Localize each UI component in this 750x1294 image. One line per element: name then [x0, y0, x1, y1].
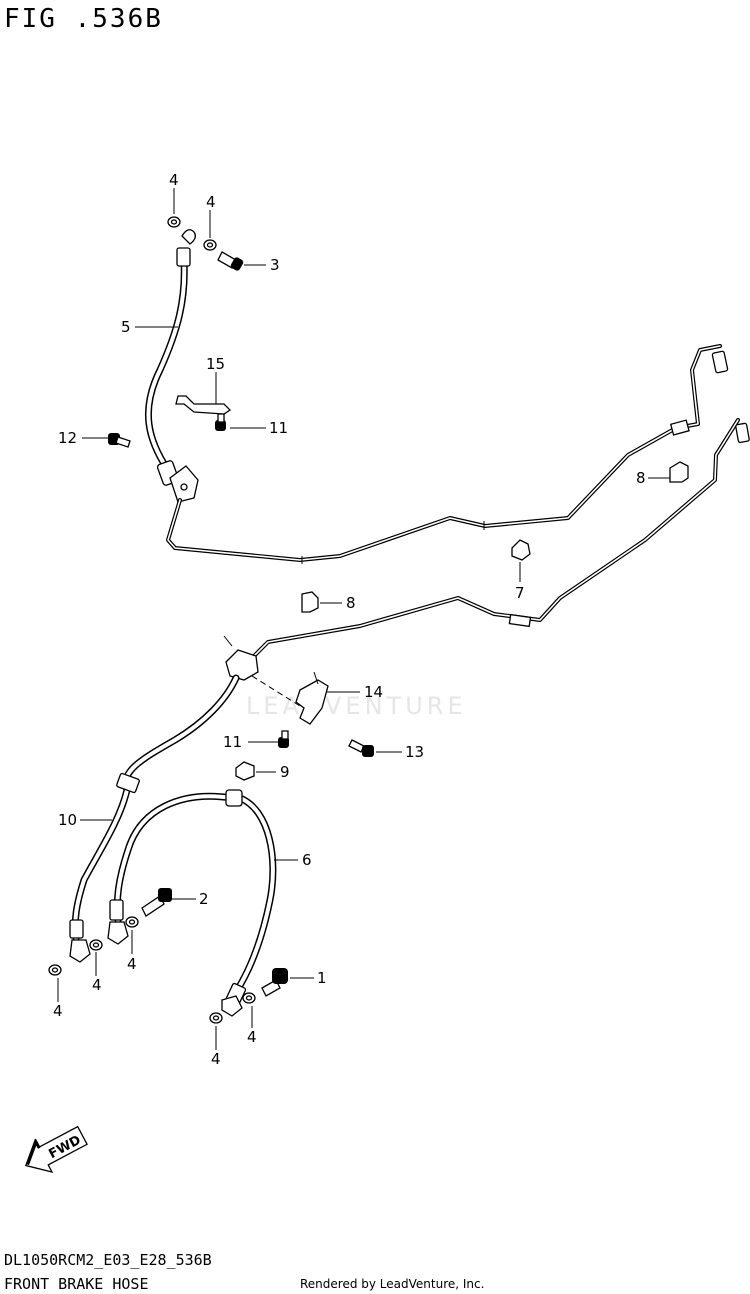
- washer-4f[interactable]: [242, 992, 256, 1004]
- union-bolt-2[interactable]: [141, 888, 172, 917]
- bolt-11b[interactable]: [278, 730, 289, 748]
- callout-4: 4: [169, 171, 179, 189]
- callout-14: 14: [364, 683, 383, 701]
- callout-8: 8: [346, 594, 356, 612]
- callout-4: 4: [211, 1050, 221, 1068]
- callout-4: 4: [206, 193, 216, 211]
- callout-labels: 4 4 3 5 15 11 12 8 7 8 14 11 13 9 10 6 2…: [53, 171, 646, 1068]
- washer-4d[interactable]: [89, 939, 103, 951]
- brake-hose-6[interactable]: [107, 789, 277, 1017]
- bracket-15[interactable]: [175, 395, 232, 415]
- diagram-code: DL1050RCM2_E03_E28_536B: [4, 1251, 212, 1269]
- clamp-9[interactable]: [235, 761, 255, 781]
- callout-3: 3: [270, 256, 280, 274]
- callout-11: 11: [223, 733, 242, 751]
- leader-lines: [57, 188, 670, 1050]
- bolt-13[interactable]: [348, 739, 374, 757]
- clamp-8a[interactable]: [669, 461, 689, 483]
- callout-6: 6: [302, 851, 312, 869]
- washer-4b[interactable]: [203, 239, 217, 251]
- callout-13: 13: [405, 743, 424, 761]
- callout-10: 10: [58, 811, 77, 829]
- brake-hose-5[interactable]: [145, 229, 199, 503]
- brake-hose-10[interactable]: [69, 674, 240, 963]
- callout-1: 1: [317, 969, 327, 987]
- diagram-name: FRONT BRAKE HOSE: [4, 1275, 149, 1293]
- washer-4c[interactable]: [48, 964, 62, 976]
- fwd-arrow: FWD: [25, 1125, 88, 1173]
- brake-pipe-lower[interactable]: [248, 418, 750, 662]
- clamp-8b[interactable]: [301, 591, 319, 613]
- hose-bracket-14[interactable]: [295, 671, 329, 725]
- callout-11: 11: [269, 419, 288, 437]
- callout-8: 8: [636, 469, 646, 487]
- watermark-text: LEADVENTURE: [246, 692, 467, 720]
- union-bolt-3[interactable]: [217, 251, 244, 272]
- washer-4a[interactable]: [167, 216, 181, 228]
- three-way-joint[interactable]: [223, 635, 301, 707]
- callout-7: 7: [515, 584, 525, 602]
- washer-4e[interactable]: [125, 916, 139, 928]
- figure-title: FIG .536B: [4, 4, 163, 34]
- render-credit: Rendered by LeadVenture, Inc.: [300, 1277, 485, 1291]
- brake-pipe-upper[interactable]: [166, 344, 729, 564]
- callout-2: 2: [199, 890, 209, 908]
- callout-4: 4: [92, 976, 102, 994]
- callout-4: 4: [127, 955, 137, 973]
- clamp-7[interactable]: [511, 539, 531, 561]
- bolt-11a[interactable]: [215, 413, 226, 431]
- callout-4: 4: [247, 1028, 257, 1046]
- callout-5: 5: [121, 318, 131, 336]
- callout-4: 4: [53, 1002, 63, 1020]
- callout-9: 9: [280, 763, 290, 781]
- washer-4g[interactable]: [209, 1012, 223, 1024]
- callout-15: 15: [206, 355, 225, 373]
- union-bolt-1[interactable]: [261, 968, 288, 997]
- callout-12: 12: [58, 429, 77, 447]
- bolt-12[interactable]: [108, 433, 131, 448]
